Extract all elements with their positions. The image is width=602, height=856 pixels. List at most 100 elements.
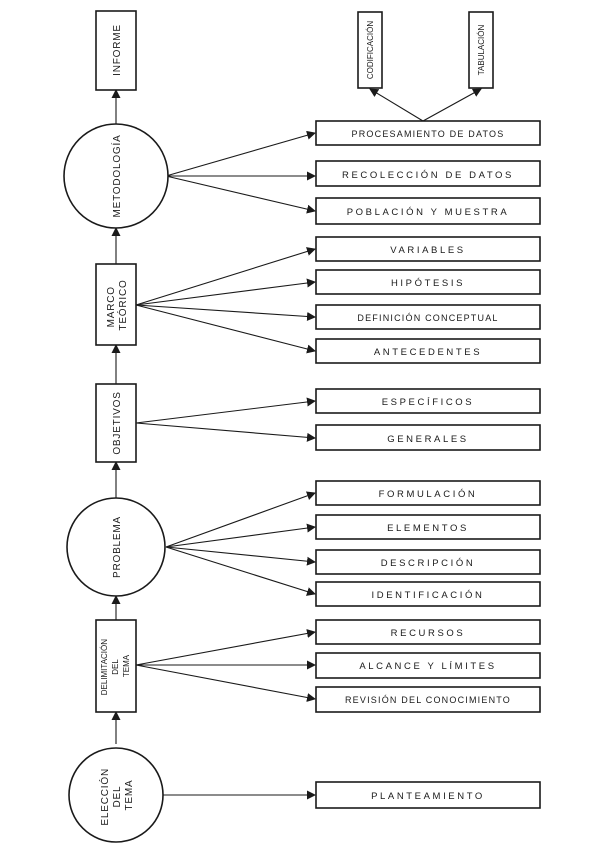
svg-text:INFORME: INFORME [112,24,123,76]
item-definicion: DEFINICIÓN CONCEPTUAL [315,304,541,330]
item-hipotesis: HIPÓTESIS [315,269,541,295]
item-recursos-box [315,619,541,645]
arrow-to-formulacion [165,491,316,548]
item-recursos-label: RECURSOS [391,628,466,639]
item-formulacion-box [315,480,541,506]
item-descripcion-label: DESCRIPCIÓN [381,558,476,569]
item-codificacion-box [357,11,383,89]
stage-delimitacion-line-1: DELIMITACIÓN [100,639,109,696]
item-formulacion-label: FORMULACIÓN [379,489,478,500]
item-antecedentes-label: ANTECEDENTES [374,347,482,358]
stage-delimitacion-line-2: DEL [111,659,120,675]
arrow-to-antecedentes [135,304,316,354]
stage-marco-line-1: MARCO [106,286,117,327]
arrow-to-codificacion [369,88,424,122]
connectors [111,88,482,800]
stage-eleccion-line-2: DEL [112,786,123,807]
item-hipotesis-label: HIPÓTESIS [391,278,465,289]
arrow-to-tabulacion [422,88,482,122]
item-identificacion-label: IDENTIFICACIÓN [372,590,485,601]
item-recoleccion: RECOLECCIÓN DE DATOS [315,160,541,187]
stage-eleccion-line-1: ELECCIÓN [98,768,111,826]
item-elementos-box [315,514,541,540]
stage-delimitacion-del-tema: DELIMITACIÓN DEL TEMA [95,619,137,713]
item-revision-box [315,686,541,713]
arrow-to-recursos [135,629,316,666]
item-poblacion-label: POBLACIÓN Y MUESTRA [347,207,510,218]
svg-text:CODIFICACIÓN: CODIFICACIÓN [366,21,375,79]
stage-informe: INFORME [95,10,137,91]
item-alcance: ALCANCE Y LÍMITES [315,652,541,679]
arrow-to-identificacion [165,546,316,596]
arrow-to-especificos [135,397,316,424]
item-alcance-box [315,652,541,679]
item-generales-box [315,424,541,451]
item-formulacion: FORMULACIÓN [315,480,541,506]
item-procesamiento-box [315,120,541,146]
svg-text:PROBLEMA: PROBLEMA [112,516,123,578]
stage-informe-box [95,10,137,91]
arrow-to-elementos [165,523,316,548]
stage-eleccion-del-tema: ELECCIÓN DEL TEMA [68,747,164,843]
stage-metodologia-circle [63,123,169,229]
item-revision-label: REVISIÓN DEL CONOCIMIENTO [345,695,511,705]
stage-problema-circle [66,497,166,597]
item-planteamiento-box [315,781,541,809]
item-definicion-label: DEFINICIÓN CONCEPTUAL [357,313,498,323]
item-definicion-box [315,304,541,330]
arrow-to-variables [135,247,316,306]
stage-objetivos: OBJETIVOS [95,383,137,463]
item-tabulacion-label: TABULACIÓN [477,25,486,76]
item-descripcion: DESCRIPCIÓN [315,549,541,575]
stage-delimitacion-box [95,619,137,713]
stage-delimitacion-line-3: TEMA [122,654,131,677]
arrow-to-hipotesis [135,278,316,306]
svg-text:TABULACIÓN: TABULACIÓN [477,25,486,76]
item-antecedentes-box [315,338,541,364]
item-recoleccion-box [315,160,541,187]
stage-informe-line-1: INFORME [112,24,123,76]
stage-objetivos-box [95,383,137,463]
stage-objetivos-line-1: OBJETIVOS [112,391,123,454]
item-descripcion-box [315,549,541,575]
item-antecedentes: ANTECEDENTES [315,338,541,364]
svg-text:ELECCIÓN DEL TEMA: ELECCIÓN DEL TEMA [98,764,135,825]
item-variables: VARIABLES [315,236,541,262]
item-codificacion: CODIFICACIÓN [357,11,383,89]
stage-marco-line-2: TEÓRICO [116,279,129,330]
item-especificos-box [315,388,541,414]
stage-marco-box [95,263,137,346]
item-hipotesis-box [315,269,541,295]
item-tabulacion-box [468,11,494,89]
svg-text:MARCO TEÓRICO: MARCO TEÓRICO [106,279,129,330]
stage-problema-line-1: PROBLEMA [112,516,123,578]
arrow-to-descripcion [165,546,316,566]
item-recoleccion-label: RECOLECCIÓN DE DATOS [342,170,514,181]
item-generales: GENERALES [315,424,541,451]
arrow-to-definicion [135,304,316,321]
stage-eleccion-line-3: TEMA [124,780,135,811]
item-variables-label: VARIABLES [390,245,466,256]
item-procesamiento: PROCESAMIENTO DE DATOS [315,120,541,146]
arrow-to-generales [135,422,316,442]
item-variables-box [315,236,541,262]
item-especificos-label: ESPECÍFICOS [382,397,474,408]
arrow-to-procesamiento [165,130,316,177]
item-planteamiento-label: PLANTEAMIENTO [371,791,485,802]
stage-metodologia: METODOLOGÍA [63,123,169,229]
item-tabulacion: TABULACIÓN [468,11,494,89]
item-elementos-label: ELEMENTOS [387,523,469,534]
item-poblacion: POBLACIÓN Y MUESTRA [315,197,541,225]
stage-marco-teorico: MARCO TEÓRICO [95,263,137,346]
item-alcance-label: ALCANCE Y LÍMITES [359,661,496,672]
item-recursos: RECURSOS [315,619,541,645]
item-identificacion: IDENTIFICACIÓN [315,581,541,607]
item-identificacion-box [315,581,541,607]
item-planteamiento: PLANTEAMIENTO [315,781,541,809]
stage-eleccion-circle [68,747,164,843]
svg-text:OBJETIVOS: OBJETIVOS [112,391,123,454]
item-elementos: ELEMENTOS [315,514,541,540]
arrow-to-poblacion [165,175,316,214]
item-poblacion-box [315,197,541,225]
